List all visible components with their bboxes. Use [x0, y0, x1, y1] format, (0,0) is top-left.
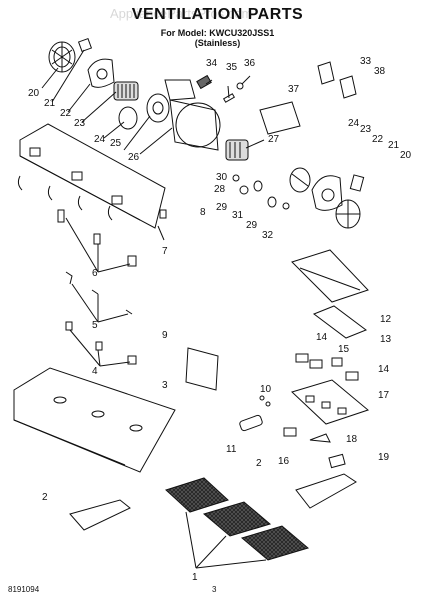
scroll-housing	[164, 79, 221, 151]
connector-14c	[345, 371, 359, 381]
callout-14b: 14	[378, 364, 390, 375]
page-title: VENTILATION PARTS	[131, 6, 304, 23]
bracket-2-left	[69, 499, 131, 531]
clip-left	[77, 37, 93, 53]
callout-37: 37	[288, 84, 300, 95]
callout-33: 33	[360, 56, 372, 67]
bracket-33	[317, 61, 335, 85]
callout-34: 34	[206, 58, 218, 69]
callout-21-left: 21	[44, 98, 56, 109]
lamp-holders-4	[65, 321, 137, 365]
callout-19: 19	[378, 452, 390, 463]
part-34	[196, 74, 212, 90]
callout-27: 27	[268, 134, 280, 145]
switch-housing-17	[291, 379, 370, 425]
callout-17: 17	[378, 390, 390, 401]
part-35	[222, 93, 236, 103]
page-number: 3	[212, 585, 217, 594]
callout-30: 30	[216, 172, 228, 183]
callout-1: 1	[192, 572, 198, 583]
lamp-11	[239, 414, 263, 432]
callout-18: 18	[346, 434, 358, 445]
module-13	[312, 305, 368, 339]
part-8	[159, 209, 167, 219]
part-16	[283, 427, 297, 437]
callout-29-left: 29	[216, 202, 228, 213]
callout-13: 13	[380, 334, 392, 345]
grease-filter-37	[259, 101, 301, 135]
control-panel-7	[19, 123, 167, 229]
callout-23-right: 23	[360, 124, 372, 135]
part-18	[309, 433, 331, 443]
callout-26: 26	[128, 152, 140, 163]
callout-10: 10	[260, 384, 272, 395]
callout-6: 6	[92, 268, 98, 279]
blower-wheel-left	[48, 41, 76, 73]
fan-left	[118, 106, 138, 130]
callout-15: 15	[338, 344, 350, 355]
callout-3: 3	[162, 380, 168, 391]
callout-22-left: 22	[60, 108, 72, 119]
part-19	[328, 453, 346, 469]
callout-23-left: 23	[74, 118, 86, 129]
callout-25: 25	[110, 138, 122, 149]
callout-4: 4	[92, 366, 98, 377]
blower-wheel-center	[146, 93, 170, 123]
callout-24-left: 24	[94, 134, 106, 145]
model-info: For Model: KWCU320JSS1 (Stainless)	[0, 28, 435, 48]
grease-filters-1	[165, 477, 310, 561]
callout-29-right: 29	[246, 220, 258, 231]
fasteners	[232, 174, 290, 210]
bottom-panel-3	[13, 367, 176, 473]
callout-22-right: 22	[372, 134, 384, 145]
connector-14a	[295, 353, 309, 363]
callout-8: 8	[200, 207, 206, 218]
callout-36: 36	[244, 58, 256, 69]
bracket-38	[339, 75, 357, 99]
connector-14b	[309, 359, 323, 369]
connector-15	[331, 357, 343, 367]
callout-21-right: 21	[388, 140, 400, 151]
callout-38: 38	[374, 66, 386, 77]
motor-left	[113, 81, 139, 101]
callout-24-right: 24	[348, 118, 360, 129]
bracket-2-right	[295, 473, 357, 509]
callout-31: 31	[232, 210, 244, 221]
callout-35: 35	[226, 62, 238, 73]
callout-5: 5	[92, 320, 98, 331]
watermark: AppliancePartsPros.com	[110, 6, 253, 21]
callout-20-left: 20	[28, 88, 40, 99]
callout-14a: 14	[316, 332, 328, 343]
callout-9: 9	[162, 330, 168, 341]
callout-32: 32	[262, 230, 274, 241]
callout-12: 12	[380, 314, 392, 325]
callout-16: 16	[278, 456, 290, 467]
motor-center	[225, 139, 249, 161]
model-variant: (Stainless)	[194, 38, 241, 48]
callout-2-left: 2	[42, 492, 48, 503]
callout-20-right: 20	[400, 150, 412, 161]
blower-right	[289, 167, 365, 229]
callout-7: 7	[162, 246, 168, 257]
knobs-6	[57, 209, 137, 267]
light-lens-9	[185, 347, 219, 391]
switches-5	[65, 271, 133, 315]
part-36	[236, 82, 244, 90]
housing-left	[87, 58, 115, 88]
model-line: For Model: KWCU320JSS1	[160, 28, 275, 38]
callout-11: 11	[226, 444, 237, 455]
callout-2-right: 2	[256, 458, 262, 469]
document-number: 8191094	[8, 585, 40, 594]
terminal-block-12	[291, 249, 369, 303]
callout-28: 28	[214, 184, 226, 195]
